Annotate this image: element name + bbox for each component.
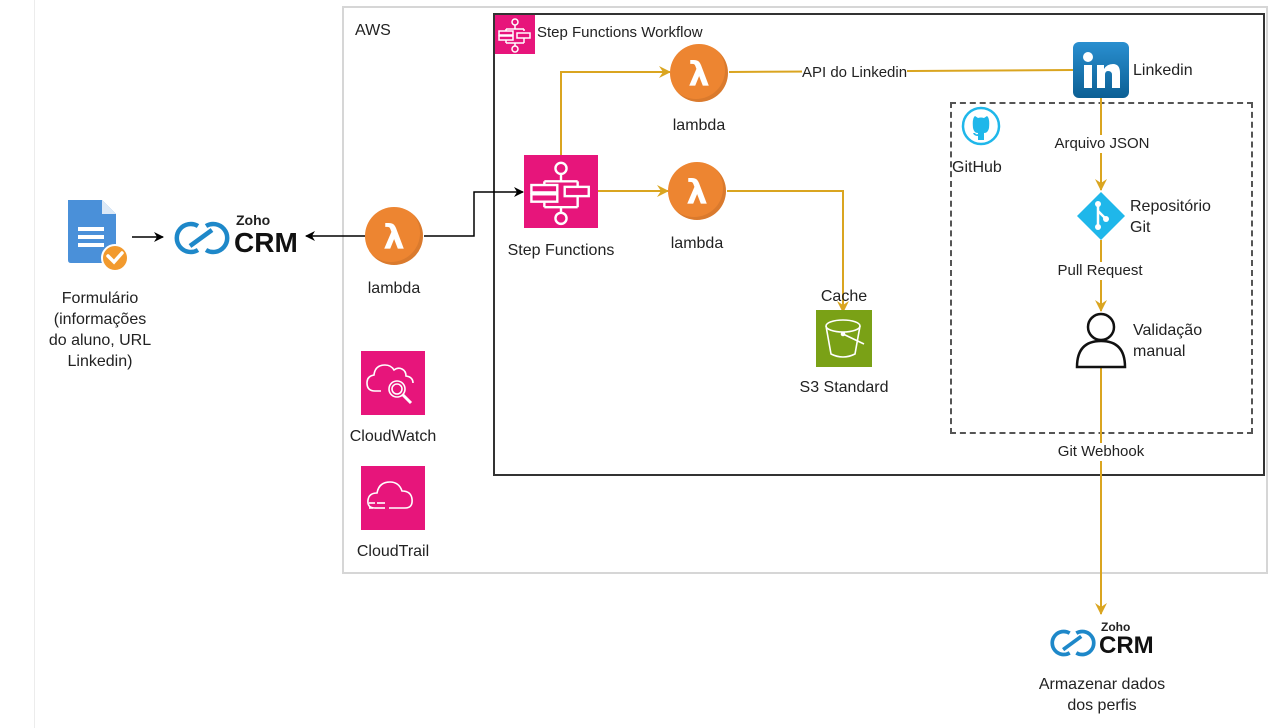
svg-text:λ: λ — [383, 218, 405, 258]
cloudwatch-node[interactable] — [361, 351, 425, 415]
cloudtrail-node[interactable] — [361, 466, 425, 530]
lambda-bottom-label: lambda — [670, 235, 724, 252]
workflow-group-icon — [495, 15, 535, 54]
step-functions-icon — [530, 161, 590, 226]
zoho-logo-icon — [1050, 629, 1096, 657]
s3-cache-label: Cache — [820, 288, 868, 305]
github-icon — [961, 106, 1001, 146]
zoho-bottom-label: Armazenar dados dos perfis — [1038, 676, 1166, 714]
s3-node[interactable] — [816, 310, 872, 367]
lambda-top-node[interactable]: λ — [670, 44, 728, 102]
validation-node[interactable] — [1075, 311, 1127, 369]
validation-label: Validação manual — [1133, 322, 1203, 360]
zoho-top-big: CRM — [234, 227, 298, 258]
zoho-crm-top[interactable]: Zoho CRM — [168, 210, 308, 262]
git-icon — [1077, 192, 1125, 240]
zoho-crm-bottom[interactable]: Zoho CRM — [1045, 620, 1165, 664]
cloud-trail-icon — [367, 481, 413, 509]
zoho-logo-icon — [174, 221, 230, 255]
edge-lambda-to-stepfunctions — [424, 187, 524, 237]
git-repo-label: Repositório Git — [1130, 198, 1211, 236]
workflow-group[interactable] — [493, 13, 1265, 476]
edge-stepfunctions-to-lambda-top — [560, 66, 671, 155]
step-functions-icon — [498, 18, 531, 53]
zoho-bottom-big: CRM — [1099, 632, 1154, 659]
lambda-bottom-node[interactable]: λ — [668, 162, 726, 220]
bucket-icon — [825, 319, 865, 358]
page-margin-line — [34, 0, 35, 728]
cloudwatch-label: CloudWatch — [349, 428, 437, 445]
cloudtrail-label: CloudTrail — [356, 543, 430, 560]
svg-text:λ: λ — [686, 173, 708, 213]
lambda-entry-node[interactable]: λ — [365, 207, 423, 265]
zoho-top-small: Zoho — [236, 212, 271, 228]
edge-lambda-to-s3 — [727, 190, 849, 313]
aws-group-label: AWS — [355, 22, 391, 39]
lambda-icon: λ — [686, 173, 708, 213]
aws-group[interactable] — [342, 6, 1268, 574]
linkedin-icon — [1083, 52, 1120, 88]
lambda-entry-label: lambda — [367, 280, 421, 297]
github-group-label: GitHub — [952, 159, 1002, 176]
user-icon — [1075, 312, 1127, 369]
git-repo-node[interactable] — [1076, 191, 1126, 241]
lambda-top-label: lambda — [672, 117, 726, 134]
lambda-icon: λ — [383, 218, 405, 258]
edge-label-pull-request: Pull Request — [1040, 262, 1160, 280]
form-label: Formulário (informações do aluno, URL Li… — [48, 290, 152, 370]
workflow-group-label: Step Functions Workflow — [537, 24, 703, 41]
step-functions-label: Step Functions — [507, 242, 615, 259]
document-check-icon — [68, 200, 129, 272]
linkedin-label: Linkedin — [1133, 62, 1193, 79]
github-icon-wrap — [961, 106, 1001, 146]
s3-label: S3 Standard — [799, 379, 889, 396]
lambda-icon: λ — [688, 55, 710, 95]
cloud-search-icon — [366, 364, 414, 405]
edge-label-git-webhook: Git Webhook — [1041, 443, 1161, 461]
zoho-bottom-small: Zoho — [1101, 620, 1131, 634]
edge-label-json-file: Arquivo JSON — [1042, 135, 1162, 153]
form-node[interactable] — [66, 197, 132, 275]
svg-text:λ: λ — [688, 55, 710, 95]
step-functions-node[interactable] — [524, 155, 598, 228]
linkedin-node[interactable] — [1073, 42, 1129, 98]
edge-label-api-linkedin: API do Linkedin — [802, 64, 908, 82]
